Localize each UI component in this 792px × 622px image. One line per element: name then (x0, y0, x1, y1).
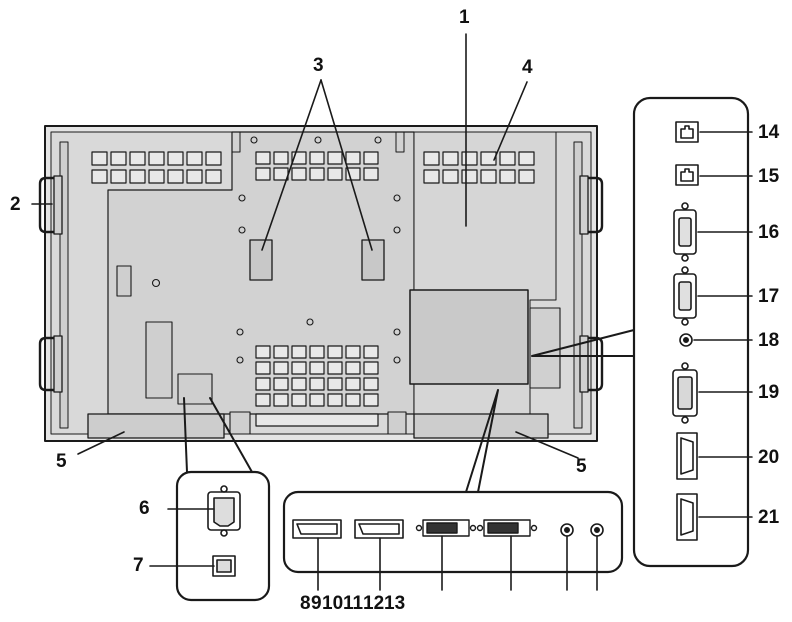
rs232-port-icon (675, 164, 699, 186)
dsub-port-17-icon (673, 266, 697, 326)
speaker-right (361, 239, 385, 281)
callout-21: 21 (758, 507, 780, 528)
callout-4: 4 (522, 57, 533, 78)
audio-jack-a-icon (560, 523, 574, 537)
callout-1: 1 (459, 7, 470, 28)
callout-14: 14 (758, 122, 780, 143)
leader-lines (31, 33, 753, 591)
callout-15: 15 (758, 166, 780, 187)
callout-20: 20 (758, 447, 780, 468)
hdmi-port-21-icon (676, 493, 698, 541)
hdmi-port-20-icon (676, 432, 698, 480)
vent-grid-left (91, 151, 222, 184)
callout-3: 3 (313, 55, 324, 76)
vent-grid-centre (255, 151, 379, 181)
callout-5-left: 5 (56, 451, 67, 472)
terminal-box-right (531, 96, 750, 568)
audio-jack-b-icon (590, 523, 604, 537)
callout-2: 2 (10, 194, 21, 215)
callout-5-right: 5 (576, 456, 587, 477)
callout-13: 13 (384, 593, 406, 614)
callout-18: 18 (758, 330, 780, 351)
main-power-switch-icon (212, 555, 236, 577)
lan-port-icon (675, 121, 699, 143)
callout-19: 19 (758, 382, 780, 403)
dsub-port-16-icon (673, 202, 697, 262)
callout-11: 11 (343, 593, 364, 614)
audio-jack-18-icon (679, 333, 693, 347)
callout-17: 17 (758, 286, 780, 307)
callout-16: 16 (758, 222, 780, 243)
callout-6: 6 (139, 498, 150, 519)
speaker-left (249, 239, 273, 281)
vent-grid-bottom (255, 345, 379, 427)
callout-12: 12 (363, 593, 385, 614)
handles (38, 175, 604, 393)
ac-inlet-icon (207, 485, 241, 537)
dvi-port-12-icon (415, 519, 477, 537)
callout-9: 9 (311, 593, 322, 614)
callout-10: 10 (322, 593, 344, 614)
callout-7: 7 (133, 555, 144, 576)
vent-grid-right (423, 151, 535, 184)
dvi-port-13-icon (476, 519, 538, 537)
displayport-10-11-icon (354, 519, 404, 539)
callout-8: 8 (300, 593, 311, 614)
vga-port-19-icon (672, 362, 698, 424)
displayport-8-9-icon (292, 519, 342, 539)
stand-feet (87, 413, 549, 439)
